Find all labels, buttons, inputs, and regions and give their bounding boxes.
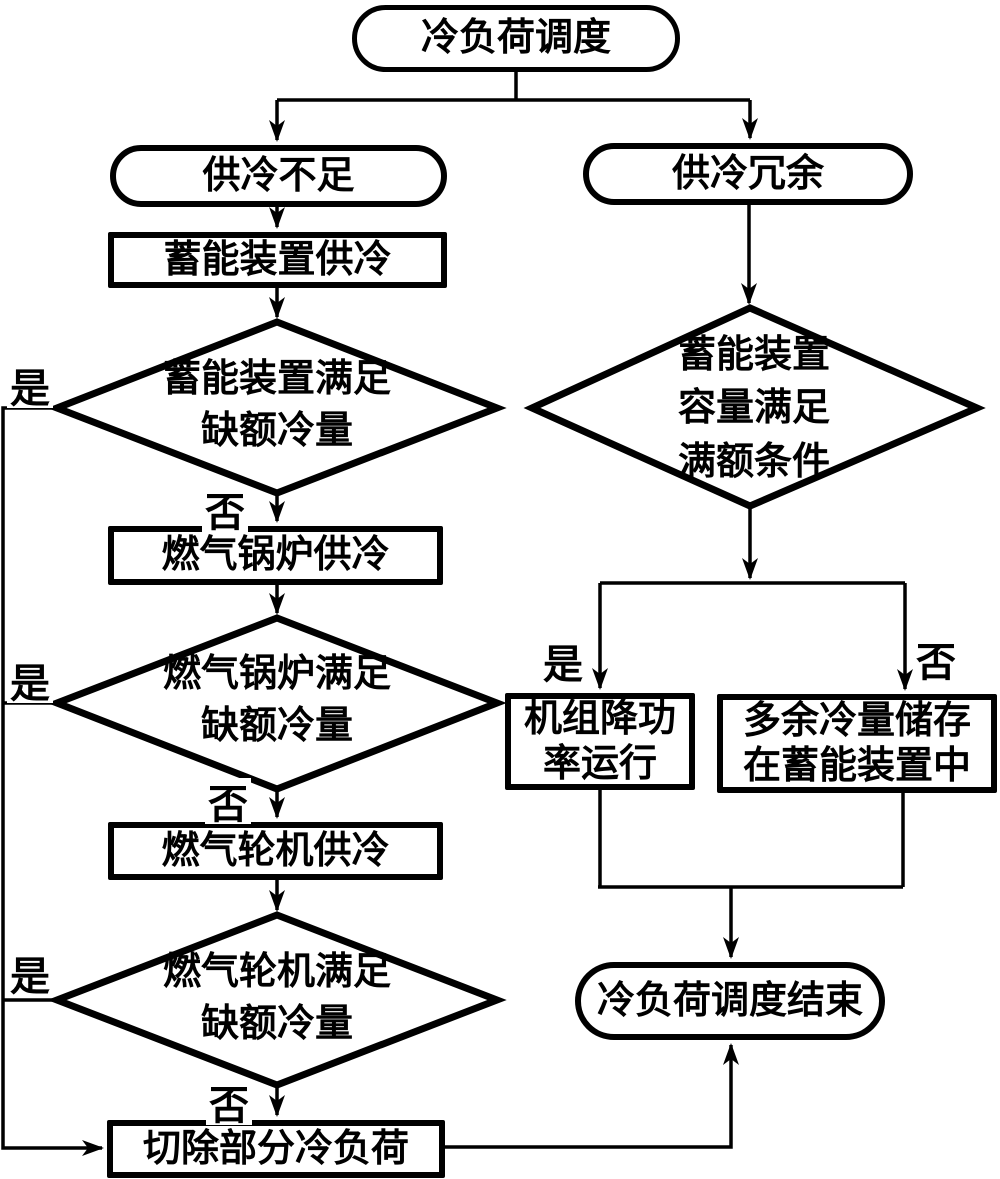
- label-no-decision1: 否: [202, 486, 248, 535]
- terminator-start: 冷负荷调度: [352, 5, 680, 72]
- terminator-surplus-label: 供冷冗余: [671, 152, 824, 195]
- terminator-start-label: 冷负荷调度: [420, 17, 611, 60]
- label-yes-decision3: 是: [7, 950, 53, 999]
- process-shed-load-label: 切除部分冷负荷: [142, 1127, 409, 1170]
- label-no-decision3: 否: [206, 1079, 252, 1128]
- decision-capacity-check-shape: [523, 304, 986, 510]
- process-derate: 机组降功 率运行: [505, 693, 695, 790]
- label-no-capacity: 否: [913, 636, 959, 685]
- process-turbine-supply-label: 燃气轮机供冷: [161, 829, 390, 872]
- terminator-insufficient: 供冷不足: [110, 145, 447, 207]
- terminator-surplus: 供冷冗余: [583, 143, 913, 205]
- label-no-decision2: 否: [205, 778, 251, 827]
- edge-shed-load-to-end: [445, 1043, 739, 1149]
- process-storage-supply-label: 蓄能装置供冷: [163, 238, 392, 281]
- process-boiler-supply-label: 燃气锅炉供冷: [161, 534, 390, 577]
- decision-storage-meets-shape: [47, 318, 507, 497]
- decision-turbine-meets-shape: [47, 911, 507, 1089]
- process-storage-supply: 蓄能装置供冷: [108, 232, 447, 288]
- label-yes-decision1: 是: [7, 362, 53, 411]
- decision-boiler-meets-shape: [47, 614, 507, 793]
- process-derate-label: 机组降功 率运行: [523, 697, 676, 785]
- label-yes-decision2: 是: [7, 657, 53, 706]
- process-shed-load: 切除部分冷负荷: [107, 1120, 445, 1178]
- label-yes-capacity: 是: [540, 638, 586, 687]
- process-store-excess-label: 多余冷量储存 在蓄能装置中: [742, 699, 971, 787]
- process-turbine-supply: 燃气轮机供冷: [108, 822, 443, 880]
- terminator-insufficient-label: 供冷不足: [202, 154, 355, 197]
- terminator-end: 冷负荷调度结束: [575, 962, 885, 1040]
- process-boiler-supply: 燃气锅炉供冷: [108, 526, 443, 585]
- edge-yes-rail: [1, 406, 104, 1156]
- process-store-excess: 多余冷量储存 在蓄能装置中: [717, 694, 997, 793]
- terminator-end-label: 冷负荷调度结束: [596, 979, 863, 1022]
